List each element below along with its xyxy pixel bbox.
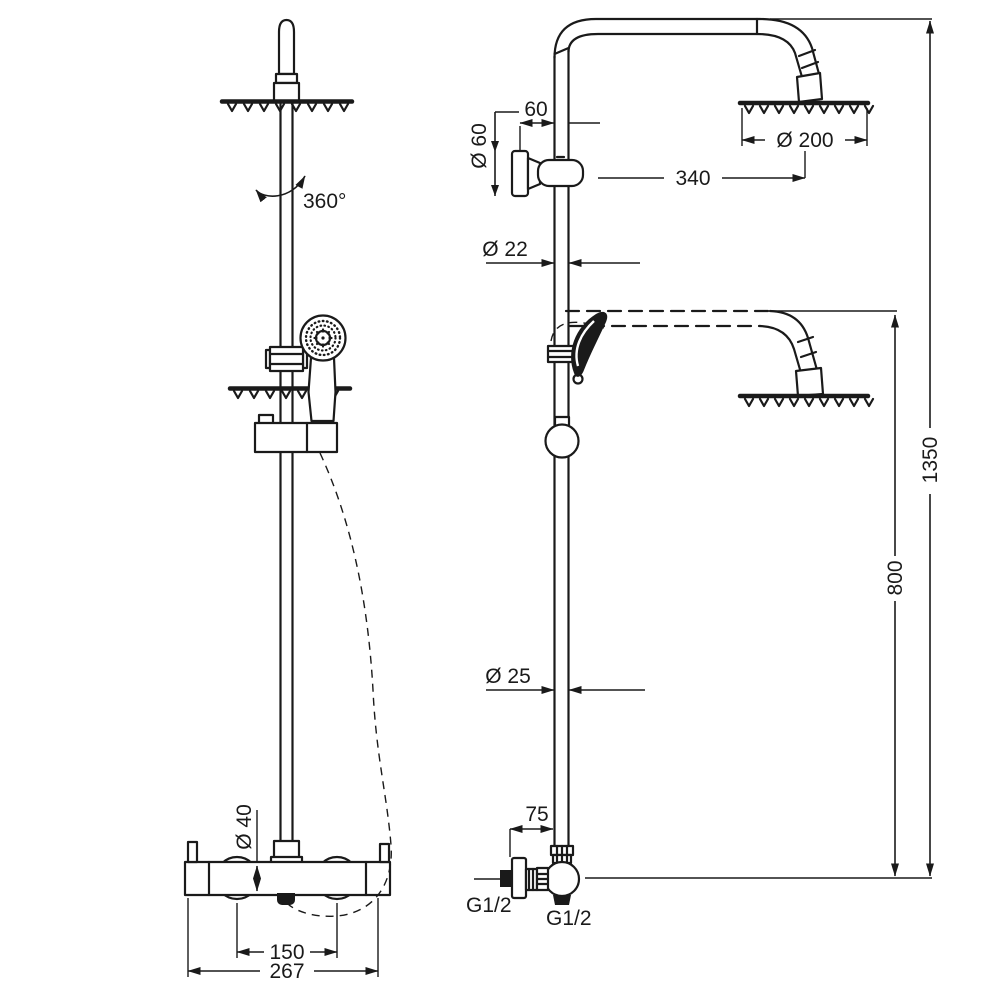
- dim-handle-spacing-label: 150: [269, 941, 304, 964]
- slider-collar-front: [264, 345, 309, 373]
- rail-bracket-front: [253, 413, 339, 454]
- outlet-front: [277, 893, 295, 905]
- valve-assembly-side: [474, 844, 581, 905]
- rain-shower-head-side: [737, 100, 875, 115]
- dim-mixer-width-label: 267: [269, 960, 304, 983]
- dim-total-height: 1350: [585, 18, 942, 879]
- rain-shower-head-front: [219, 99, 355, 113]
- dim-arm-reach-label: 340: [675, 167, 710, 190]
- hand-shower-front: [299, 314, 347, 362]
- swing-arc-dashed: [550, 321, 605, 342]
- dim-flange-diameter: Ø 60: [468, 111, 519, 196]
- outlet-side: [553, 895, 571, 905]
- dim-bracket-offset: 60: [519, 98, 600, 152]
- dim-hand-shower-height-label: 800: [884, 560, 907, 595]
- dim-arm-reach: 340: [598, 167, 806, 190]
- side-view: 60 Ø 60 Ø 200 340 Ø 2: [466, 17, 942, 930]
- ghost-arm-lowered-side: [564, 309, 875, 408]
- dim-mixer-width: 267: [187, 898, 379, 983]
- dim-handle-spacing: 150: [236, 903, 338, 964]
- thermostatic-mixer-front: [183, 839, 392, 905]
- dim-lower-pipe-diameter-label: Ø 25: [485, 665, 531, 688]
- hand-shower-side: [571, 311, 608, 385]
- dim-mixer-body-diameter: Ø 40: [233, 804, 261, 892]
- dim-lower-pipe-diameter: Ø 25: [485, 665, 645, 694]
- top-swivel-cap-front: [272, 18, 301, 103]
- dim-total-height-label: 1350: [919, 437, 942, 484]
- dim-upper-pipe-diameter-label: Ø 22: [482, 238, 528, 261]
- diverter-knob-side: [544, 415, 580, 459]
- wall-bracket-side: [510, 149, 585, 198]
- hand-shower-handle-front: [307, 356, 337, 423]
- dim-valve-wall-offset-label: 75: [525, 803, 548, 826]
- front-view: 360°: [183, 18, 392, 983]
- shower-arm-side: [553, 17, 824, 104]
- dim-upper-pipe-diameter: Ø 22: [482, 238, 640, 267]
- dim-flange-diameter-label: Ø 60: [468, 123, 491, 169]
- dim-mixer-body-diameter-label: Ø 40: [233, 804, 256, 850]
- dim-head-diameter: Ø 200: [741, 108, 868, 178]
- outlet-thread-label: G1/2: [546, 907, 592, 930]
- dim-head-diameter-label: Ø 200: [776, 129, 833, 152]
- dim-valve-wall-offset: 75: [509, 803, 554, 857]
- shower-hose-front: [287, 452, 392, 917]
- dim-hand-shower-height: 800: [772, 310, 907, 877]
- dim-rotation-label: 360°: [303, 190, 346, 213]
- inlet-thread-label: G1/2: [466, 894, 512, 917]
- riser-pipe-front: [279, 102, 294, 846]
- dim-bracket-offset-label: 60: [524, 98, 547, 121]
- rotation-arrow: 360°: [255, 175, 346, 213]
